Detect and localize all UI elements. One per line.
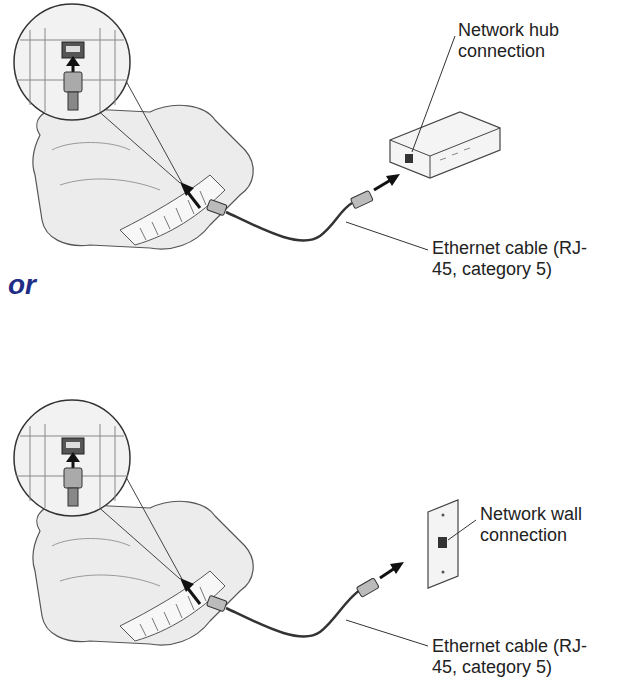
part-label: Network hub connection <box>458 20 598 62</box>
cable-label: Ethernet cable (RJ-45, category 5) <box>432 636 612 678</box>
cable-label: Ethernet cable (RJ-45, category 5) <box>432 238 612 280</box>
or-separator: or <box>8 270 36 300</box>
part-label: Network wall connection <box>480 504 630 546</box>
